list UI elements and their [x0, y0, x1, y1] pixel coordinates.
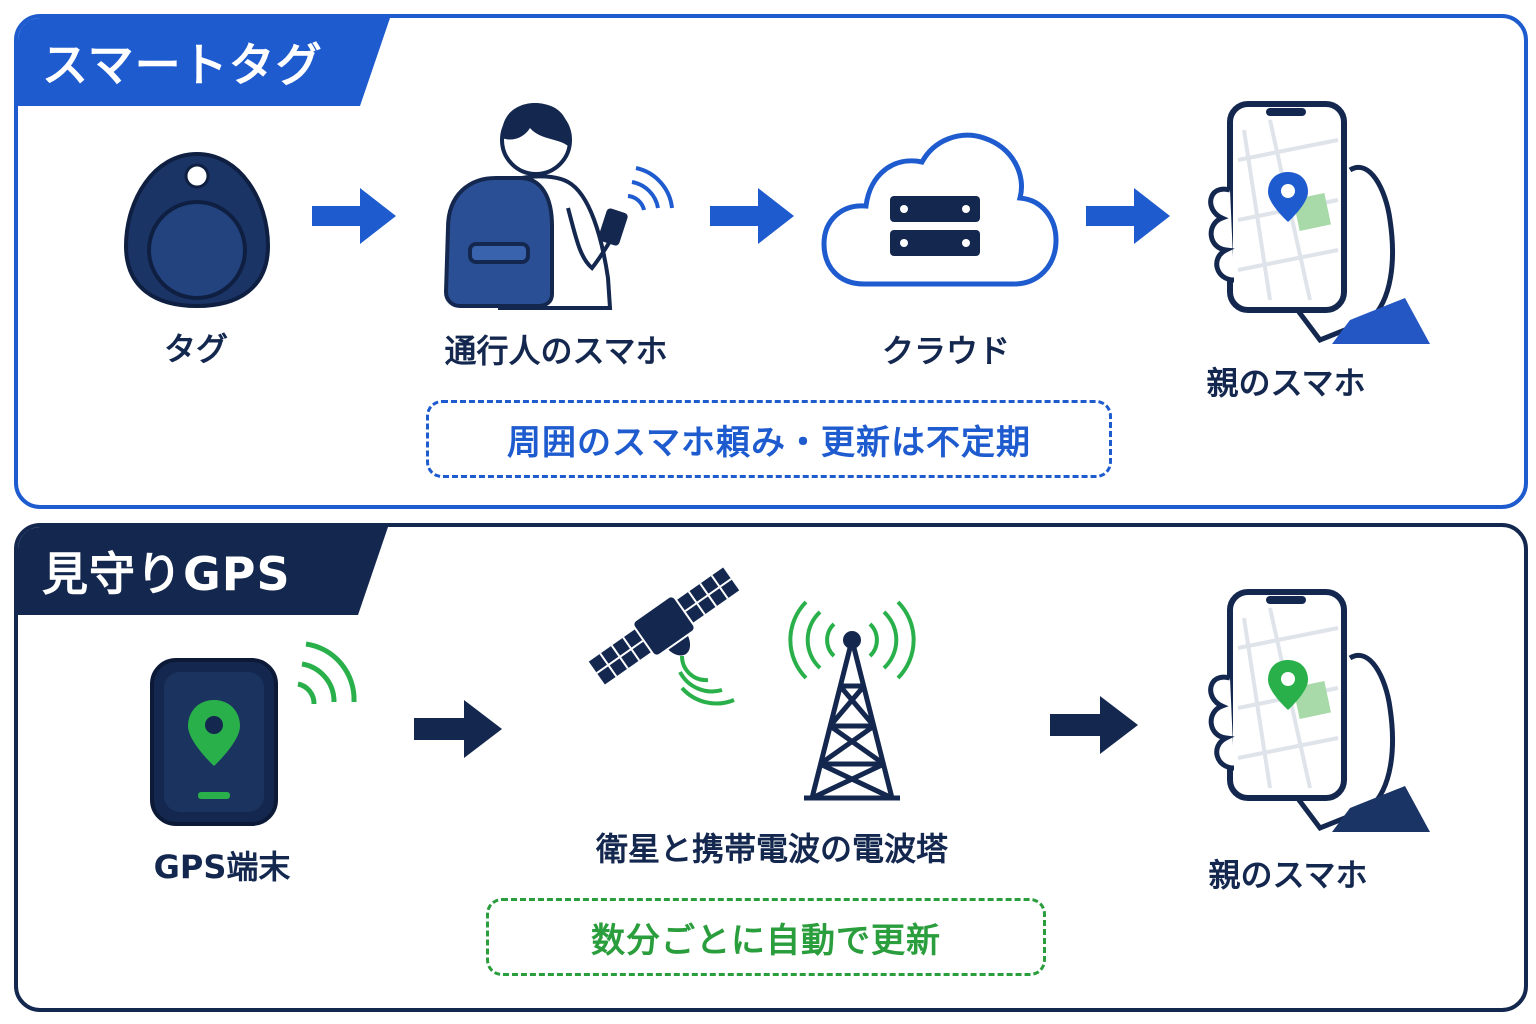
- step-parent-phone-label: 親のスマホ: [1206, 364, 1366, 402]
- radio-tower-icon: [788, 600, 916, 801]
- arrow-right-icon: [312, 188, 396, 244]
- parent-phone-icon: [1208, 589, 1430, 832]
- step-parent-phone-label: 親のスマホ: [1208, 856, 1368, 894]
- step-tag-label: タグ: [163, 330, 229, 368]
- arrow-right-icon: [710, 188, 794, 244]
- arrow-right-icon: [414, 700, 502, 758]
- gps-device-icon: [150, 641, 357, 826]
- parent-phone-icon: [1208, 101, 1430, 344]
- step-cloud-label: クラウド: [881, 332, 1011, 370]
- arrow-right-icon: [1050, 696, 1138, 754]
- step-satellite-tower-label: 衛星と携帯電波の電波塔: [595, 830, 949, 868]
- arrow-right-icon: [1086, 188, 1170, 244]
- gps-title: 見守りGPS: [18, 527, 388, 615]
- cloud-server-icon: [821, 132, 1059, 287]
- gps-note: 数分ごとに自動で更新: [486, 898, 1046, 976]
- step-passerby-label: 通行人のスマホ: [444, 332, 668, 370]
- smart-tag-title: スマートタグ: [18, 18, 390, 106]
- step-gps-device-label: GPS端末: [153, 848, 291, 886]
- satellite-icon: [588, 567, 740, 706]
- smart-tag-note: 周囲のスマホ頼み・更新は不定期: [426, 400, 1112, 478]
- tag-icon: [123, 151, 271, 309]
- passerby-phone-icon: [443, 103, 674, 310]
